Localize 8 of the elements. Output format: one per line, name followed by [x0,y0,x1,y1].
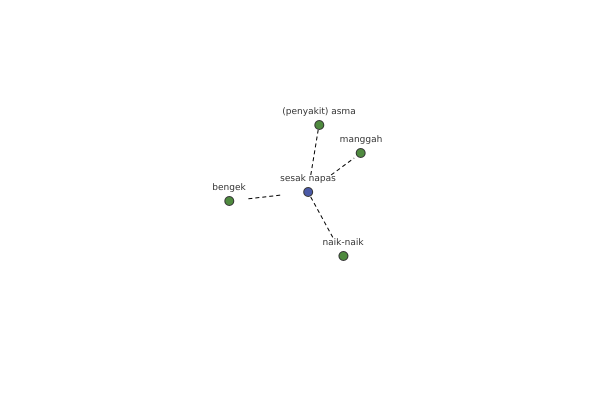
node-label: (penyakit) asma [282,108,356,117]
node-label: manggah [340,136,382,145]
node-label: sesak napas [280,175,336,184]
dashed-connector [330,158,355,176]
node-label: naik-naik [322,239,364,248]
node-label: bengek [212,184,246,193]
dashed-connector [310,196,334,240]
dashed-connector [310,130,319,176]
